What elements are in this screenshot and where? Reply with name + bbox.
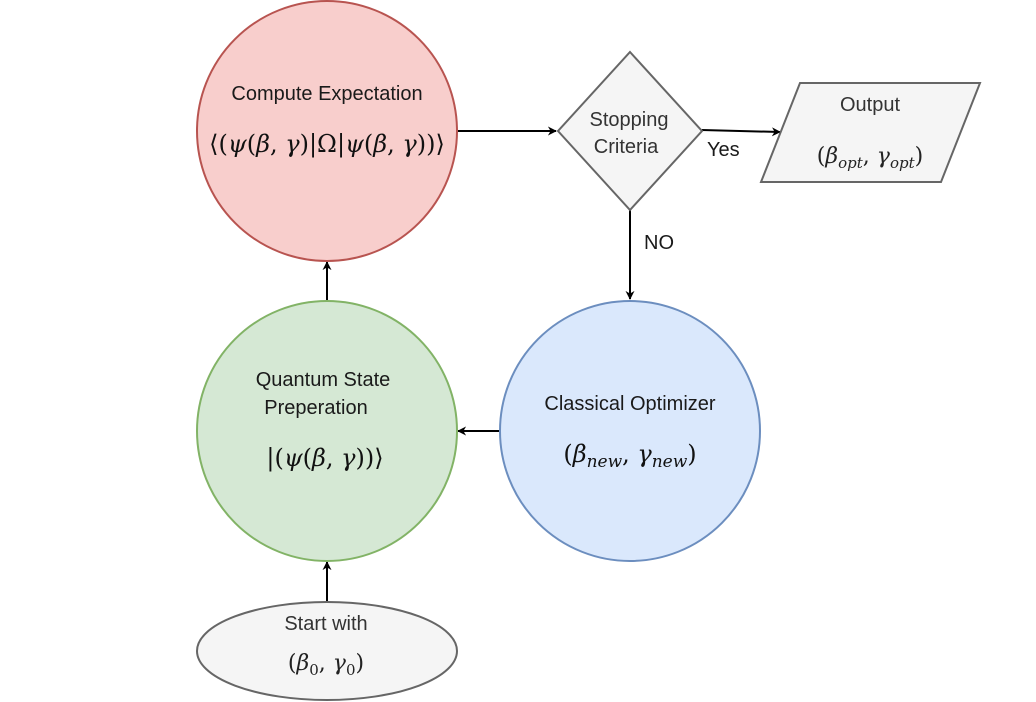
classical-optimizer-formula: (βnew, γnew): [563, 440, 696, 472]
output-formula: (βopt, γopt): [817, 144, 923, 172]
stopping-criteria-diamond: [556, 50, 704, 212]
quantum-state-preparation-label-line1: Quantum State: [256, 369, 391, 391]
quantum-state-preparation-formula: |(ψ(β, γ))⟩: [266, 444, 383, 473]
classical-optimizer-label: Classical Optimizer: [544, 393, 715, 415]
start-label: Start with: [284, 613, 367, 635]
compute-expectation-label: Compute Expectation: [231, 83, 422, 105]
no-edge-label: NO: [644, 232, 674, 254]
output-label: Output: [840, 94, 900, 116]
compute-expectation-node: Compute Expectation ⟨(ψ(β, γ)|Ω|ψ(β, γ))…: [196, 0, 458, 262]
stopping-criteria-label-line2: Criteria: [594, 136, 659, 158]
edge-stopping-to-output: [701, 127, 781, 137]
compute-expectation-circle: [196, 0, 458, 262]
classical-optimizer-circle: [499, 300, 761, 562]
output-node: Output (βopt, γopt): [759, 82, 982, 183]
start-ellipse: [196, 601, 458, 701]
stopping-criteria-node: Stopping Criteria: [556, 50, 704, 212]
quantum-state-preparation-label-line2: Preperation: [264, 397, 367, 419]
yes-edge-label: Yes: [707, 139, 740, 161]
quantum-state-preparation-circle: [196, 300, 458, 562]
start-node: Start with (β0, γ0): [196, 601, 458, 701]
quantum-state-preparation-node: Quantum State Preperation |(ψ(β, γ))⟩: [196, 300, 458, 562]
output-parallelogram: [759, 82, 982, 183]
classical-optimizer-node: Classical Optimizer (βnew, γnew): [499, 300, 761, 562]
start-formula: (β0, γ0): [288, 651, 364, 679]
compute-expectation-formula: ⟨(ψ(β, γ)|Ω|ψ(β, γ))⟩: [209, 130, 445, 159]
stopping-criteria-label-line1: Stopping: [590, 109, 669, 131]
